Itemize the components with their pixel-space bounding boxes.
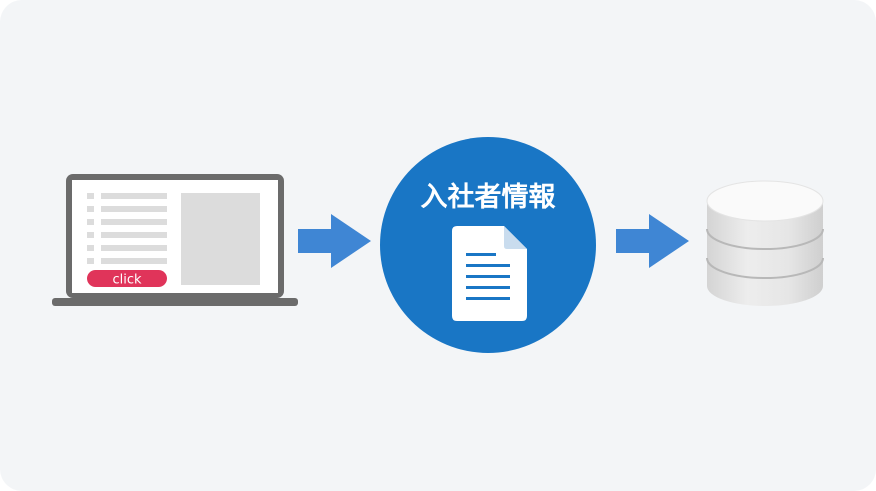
list-line: [101, 219, 167, 225]
document-line: [466, 286, 510, 289]
click-button-shape[interactable]: [87, 270, 167, 287]
document-node: 入社者情報: [380, 137, 596, 353]
laptop-base: [52, 298, 298, 306]
list-bullet: [87, 245, 94, 251]
document-icon: [452, 226, 527, 321]
database-icon: [706, 180, 824, 306]
laptop-icon: click: [52, 174, 298, 306]
database-ring: [706, 228, 824, 250]
list-line: [101, 193, 167, 199]
list-line: [101, 258, 167, 264]
arrow-right-icon: [298, 214, 371, 268]
screen-list: [87, 193, 167, 264]
screen-image-placeholder: [181, 193, 260, 285]
database-body: [707, 201, 823, 306]
list-bullet: [87, 219, 94, 225]
list-bullet: [87, 232, 94, 238]
list-line: [101, 245, 167, 251]
document-fold: [504, 226, 527, 249]
database-ring: [706, 257, 824, 279]
list-bullet: [87, 193, 94, 199]
list-line: [101, 206, 167, 212]
list-bullet: [87, 258, 94, 264]
document-line: [466, 253, 496, 256]
list-line: [101, 232, 167, 238]
document-line: [466, 264, 510, 267]
node-title: 入社者情報: [421, 181, 557, 213]
document-line: [466, 297, 510, 300]
click-button-label[interactable]: click: [112, 273, 142, 288]
document-line: [466, 275, 510, 278]
list-bullet: [87, 206, 94, 212]
database-top: [706, 180, 824, 222]
arrow-right-icon: [616, 214, 689, 268]
click-button[interactable]: click: [87, 270, 167, 288]
